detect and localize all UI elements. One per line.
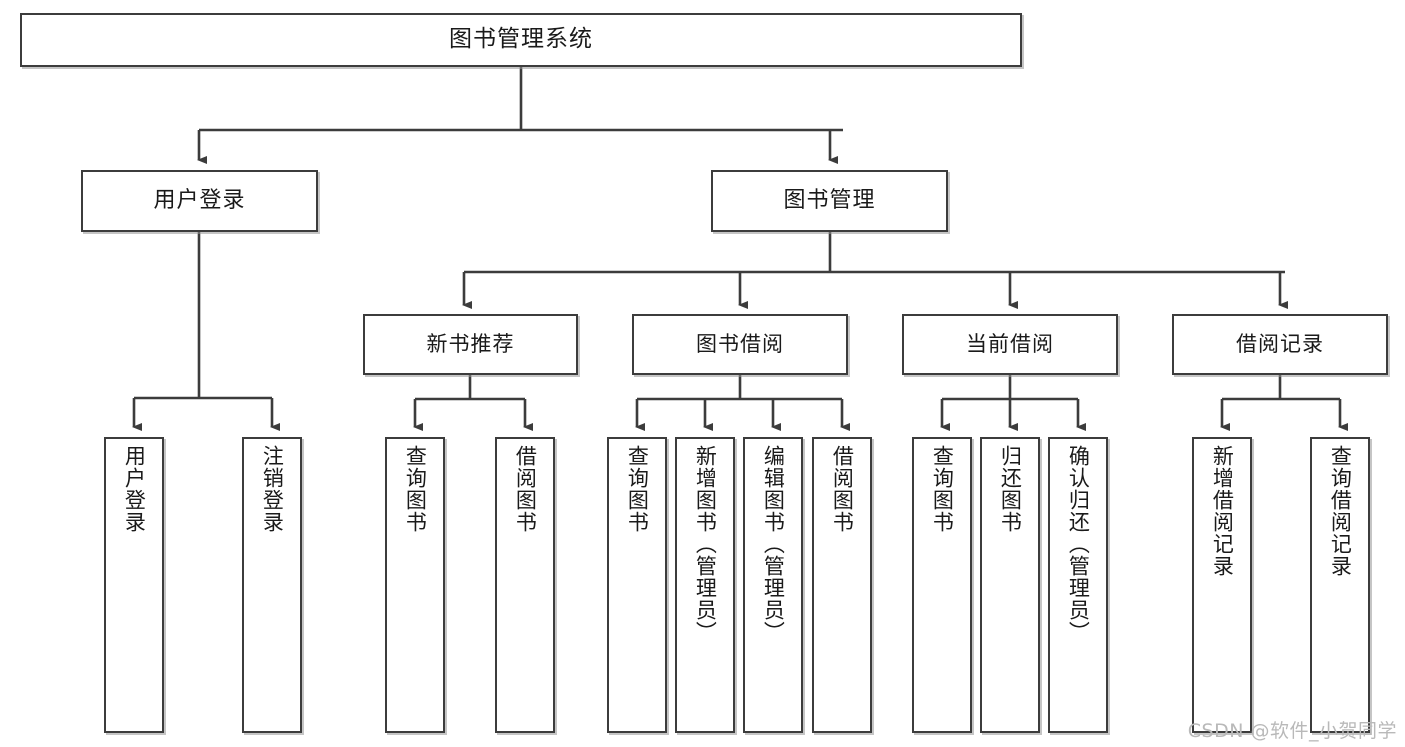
node-label: 归还图书: [998, 445, 1023, 533]
leaf-borrow-record-add-record[interactable]: 新增借阅记录: [1192, 437, 1252, 733]
node-borrow-record[interactable]: 借阅记录: [1172, 314, 1388, 375]
node-label: 借阅记录: [1236, 331, 1324, 356]
leaf-book-borrow-query-book[interactable]: 查询图书: [607, 437, 667, 733]
node-current-borrow[interactable]: 当前借阅: [902, 314, 1118, 375]
node-label: 编辑图书（管理员）: [761, 445, 786, 643]
node-book-borrow[interactable]: 图书借阅: [632, 314, 848, 375]
node-label: 用户登录: [153, 187, 246, 213]
node-label: 查询图书: [625, 445, 650, 533]
node-label: 新增借阅记录: [1210, 445, 1235, 577]
leaf-new-book-query-book[interactable]: 查询图书: [385, 437, 445, 733]
leaf-user-login-logout[interactable]: 注销登录: [242, 437, 302, 733]
node-user-login[interactable]: 用户登录: [81, 170, 318, 232]
node-book-management[interactable]: 图书管理: [711, 170, 948, 232]
node-label: 用户登录: [122, 445, 147, 533]
node-root-book-management-system[interactable]: 图书管理系统: [20, 13, 1022, 67]
csdn-watermark: CSDN @软件_小贺同学: [1187, 720, 1397, 742]
node-new-book-recommend[interactable]: 新书推荐: [363, 314, 578, 375]
node-label: 图书管理系统: [449, 26, 593, 53]
leaf-book-borrow-borrow-book[interactable]: 借阅图书: [812, 437, 872, 733]
node-label: 新增图书（管理员）: [693, 445, 718, 643]
leaf-current-borrow-return-book[interactable]: 归还图书: [980, 437, 1040, 733]
node-label: 查询图书: [930, 445, 955, 533]
leaf-current-borrow-query-book[interactable]: 查询图书: [912, 437, 972, 733]
node-label: 图书管理: [783, 187, 876, 213]
node-label: 借阅图书: [513, 445, 538, 533]
node-label: 注销登录: [260, 445, 285, 533]
node-label: 查询借阅记录: [1328, 445, 1353, 577]
node-label: 借阅图书: [830, 445, 855, 533]
node-label: 查询图书: [403, 445, 428, 533]
leaf-new-book-borrow-book[interactable]: 借阅图书: [495, 437, 555, 733]
node-label: 图书借阅: [696, 331, 784, 356]
leaf-user-login-login[interactable]: 用户登录: [104, 437, 164, 733]
leaf-current-borrow-confirm-return-admin[interactable]: 确认归还（管理员）: [1048, 437, 1108, 733]
leaf-book-borrow-add-book-admin[interactable]: 新增图书（管理员）: [675, 437, 735, 733]
leaf-borrow-record-query-record[interactable]: 查询借阅记录: [1310, 437, 1370, 733]
node-label: 确认归还（管理员）: [1066, 445, 1091, 643]
node-label: 当前借阅: [966, 331, 1054, 356]
node-label: 新书推荐: [426, 331, 515, 356]
leaf-book-borrow-edit-book-admin[interactable]: 编辑图书（管理员）: [743, 437, 803, 733]
